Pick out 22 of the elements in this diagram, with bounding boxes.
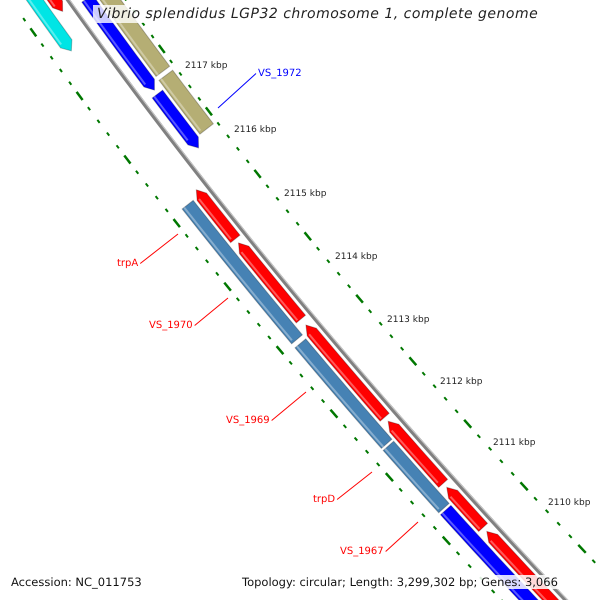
gene-label: trpD xyxy=(313,494,336,505)
scale-label: 2116 kbp xyxy=(234,125,276,135)
leader-line xyxy=(336,472,372,500)
scale-label: 2112 kbp xyxy=(440,377,482,387)
leader-line xyxy=(140,234,178,264)
scale-label: 2117 kbp xyxy=(185,61,228,71)
scale-label: 2111 kbp xyxy=(493,438,536,448)
info-text: Topology: circular; Length: 3,299,302 bp; Genes: 3,066 xyxy=(240,575,560,589)
gene-label: VS_1967 xyxy=(340,546,384,557)
gene-label: trpA xyxy=(117,258,138,269)
scale-label: 2115 kbp xyxy=(284,189,326,199)
scale-label: 2110 kbp xyxy=(548,498,590,508)
gene-label: VS_1970 xyxy=(149,320,193,331)
leader-line xyxy=(194,298,228,326)
leader-line xyxy=(385,522,418,552)
gene-label: VS_1972 xyxy=(258,68,302,79)
leader-line xyxy=(218,73,256,108)
gene-label: VS_1969 xyxy=(226,415,270,426)
info-text: Accession: NC_011753 xyxy=(9,575,144,589)
leader-line xyxy=(271,392,306,421)
scale-label: 2113 kbp xyxy=(387,315,430,325)
scale-label: 2114 kbp xyxy=(335,252,378,262)
